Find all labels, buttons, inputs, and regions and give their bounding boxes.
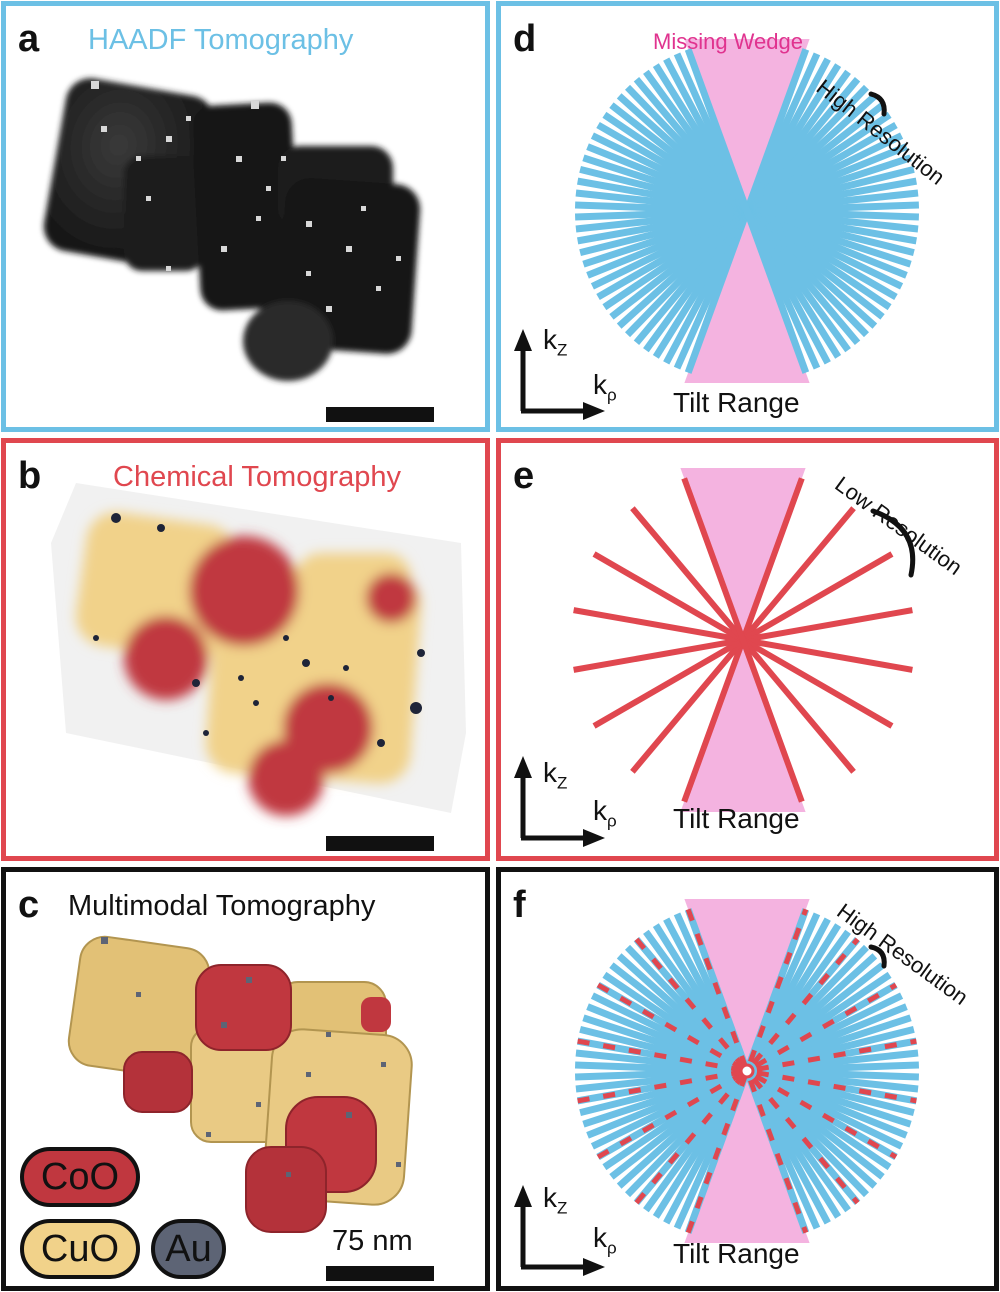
scale-bar (326, 407, 434, 422)
legend-label: CoO (40, 1155, 120, 1198)
krho-letter: k (593, 795, 607, 826)
kz-axis-label: kZ (543, 326, 567, 359)
missing-wedge-bottom (680, 640, 806, 812)
resolution-arc (868, 91, 887, 117)
scale-bar (326, 1266, 434, 1281)
chemical-tilt-line (685, 908, 809, 1234)
panel-label: c (18, 884, 40, 926)
chemical-tilt-line (681, 477, 805, 803)
krho-axis-arrowhead (583, 1258, 605, 1276)
haadf-reconstruction-image (43, 78, 421, 381)
kz-axis-arrowhead (514, 756, 532, 778)
kz-axis-arrowhead (514, 329, 532, 351)
kz-axis-label: kZ (543, 1184, 567, 1217)
tilt-range-label: Tilt Range (673, 1238, 800, 1269)
panel-title: HAADF Tomography (88, 24, 354, 56)
krho-subscript: ρ (607, 385, 617, 405)
panel-label: b (18, 455, 42, 497)
missing-wedge-label: Missing Wedge (653, 29, 803, 54)
panel-e: e Low Resolution Tilt Range kZ kρ (496, 438, 999, 861)
panel-d: d Missing Wedge High Resolution Tilt Ran… (496, 1, 999, 432)
legend-label: Au (165, 1227, 212, 1270)
panel-f: f High Resolution Tilt Range kZ kρ (496, 867, 999, 1291)
fourier-space-diagram (514, 468, 916, 847)
krho-axis-arrowhead (583, 829, 605, 847)
krho-letter: k (593, 369, 607, 400)
missing-wedge-top (684, 899, 810, 1071)
chemical-tilt-line (685, 908, 809, 1234)
legend-label: CuO (40, 1227, 120, 1270)
krho-subscript: ρ (607, 1238, 617, 1258)
missing-wedge-top (684, 39, 810, 211)
krho-letter: k (593, 1222, 607, 1253)
krho-axis-label: kρ (593, 797, 617, 830)
fourier-space-diagram (514, 39, 920, 420)
kz-subscript: Z (557, 773, 568, 793)
chemical-tilt-line (577, 1038, 917, 1104)
panel-title: Chemical Tomography (113, 461, 401, 493)
missing-wedge-top (680, 468, 806, 640)
chemical-tilt-line (596, 982, 898, 1160)
panel-label: e (513, 455, 535, 497)
legend-coo: CoO (20, 1147, 140, 1207)
chemical-tilt-line (577, 1038, 917, 1104)
panel-c: c Multimodal Tomography CoO CuO Au 75 nm (1, 867, 490, 1291)
kz-subscript: Z (557, 1198, 568, 1218)
missing-wedge-bottom (684, 211, 810, 383)
scale-bar (326, 836, 434, 851)
resolution-arc (870, 508, 916, 578)
multimodal-reconstruction-image (67, 935, 413, 1233)
chemical-reconstruction-image (51, 483, 466, 816)
krho-axis-arrowhead (583, 402, 605, 420)
chemical-tilt-line (634, 937, 860, 1205)
kz-letter: k (543, 1182, 557, 1213)
kz-axis-label: kZ (543, 759, 567, 792)
chemical-tilt-line (634, 937, 860, 1205)
panel-b: b Chemical Tomography (1, 438, 490, 861)
kz-subscript: Z (557, 340, 568, 360)
legend-cuo: CuO (20, 1219, 140, 1279)
fourier-space-diagram (514, 899, 920, 1276)
krho-subscript: ρ (607, 811, 617, 831)
legend-au: Au (151, 1219, 226, 1279)
tilt-range-label: Tilt Range (673, 387, 800, 418)
krho-axis-label: kρ (593, 1224, 617, 1257)
kz-axis-arrowhead (514, 1185, 532, 1207)
resolution-arc (868, 944, 887, 969)
krho-axis-label: kρ (593, 371, 617, 404)
tilt-range-label: Tilt Range (673, 803, 800, 834)
panel-label: a (18, 18, 40, 60)
kz-letter: k (543, 324, 557, 355)
panel-title: Multimodal Tomography (68, 890, 376, 922)
missing-wedge-bottom (684, 1071, 810, 1243)
panel-label: d (513, 18, 537, 60)
center-hub (739, 1063, 755, 1079)
chemical-tilt-line (596, 982, 898, 1160)
panel-a: a HAADF Tomography (1, 1, 490, 432)
panel-label: f (513, 884, 526, 926)
scale-label: 75 nm (332, 1225, 413, 1257)
kz-letter: k (543, 757, 557, 788)
haadf-tilt-line (684, 48, 810, 374)
